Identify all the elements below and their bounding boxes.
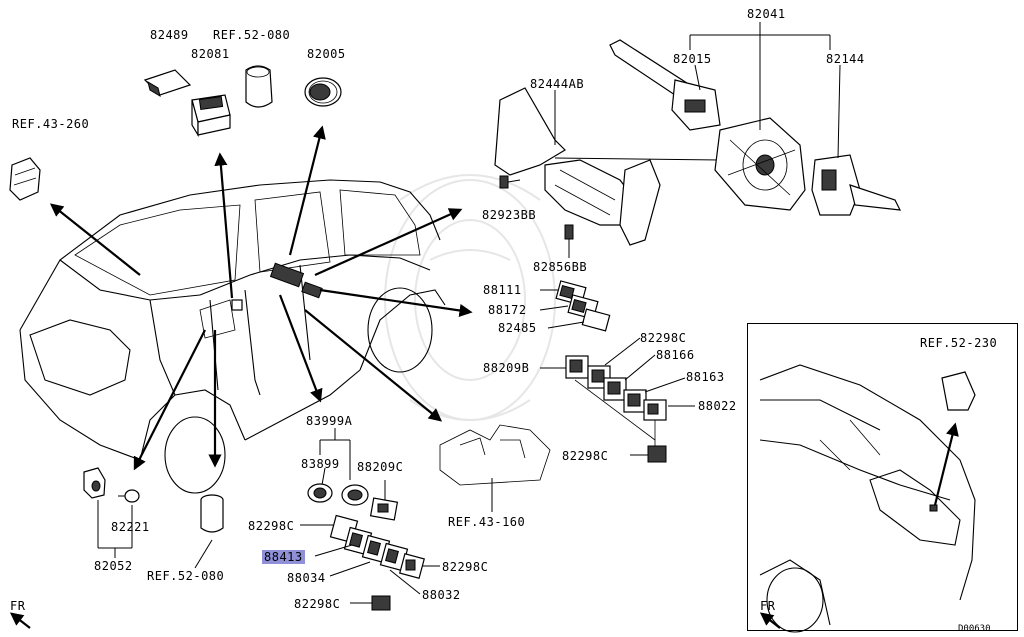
label-88172[interactable]: 88172	[488, 303, 527, 317]
label-82005[interactable]: 82005	[307, 47, 346, 61]
arrows	[49, 125, 721, 471]
label-82015[interactable]: 82015	[673, 52, 712, 66]
label-88209C[interactable]: 88209C	[357, 460, 404, 474]
label-88032[interactable]: 88032	[422, 588, 461, 602]
label-88209B[interactable]: 88209B	[483, 361, 530, 375]
part-82221-graphic	[83, 467, 140, 558]
label-82081[interactable]: 82081	[191, 47, 230, 61]
inset-vehicle	[759, 364, 976, 633]
label-ref52080-bottom[interactable]: REF.52-080	[147, 569, 225, 583]
watermark-emblem	[384, 174, 556, 421]
label-82923BB[interactable]: 82923BB	[482, 208, 537, 222]
part-ref43260-graphic	[9, 157, 41, 201]
label-ref52230[interactable]: REF.52-230	[920, 336, 998, 350]
label-82298C-c[interactable]: 82298C	[248, 519, 295, 533]
vehicle-outline	[19, 179, 446, 494]
part-82015-graphic	[609, 39, 721, 131]
part-ref52080-top-graphic	[245, 65, 273, 108]
label-82052[interactable]: 82052	[94, 559, 133, 573]
label-82221[interactable]: 82221	[111, 520, 150, 534]
label-82041[interactable]: 82041	[747, 7, 786, 21]
label-fr-inset: FR	[760, 599, 776, 613]
part-82005-graphic	[304, 77, 342, 107]
part-82041-graphic	[714, 117, 806, 211]
label-ref43160[interactable]: REF.43-160	[448, 515, 526, 529]
label-83999A[interactable]: 83999A	[306, 414, 353, 428]
fr-arrow-main	[9, 612, 31, 629]
label-83899[interactable]: 83899	[301, 457, 340, 471]
label-82485[interactable]: 82485	[498, 321, 537, 335]
label-88163[interactable]: 88163	[686, 370, 725, 384]
leader-lines-82041	[554, 22, 841, 159]
switch-group-88111	[539, 280, 611, 332]
part-82144-graphic	[811, 154, 902, 216]
label-82298C-e[interactable]: 82298C	[294, 597, 341, 611]
label-fr-main: FR	[10, 599, 26, 613]
part-82444AB-graphic	[494, 87, 661, 246]
label-82489[interactable]: 82489	[150, 28, 189, 42]
switch-group-88413	[300, 514, 440, 611]
label-82444AB[interactable]: 82444AB	[530, 77, 585, 91]
part-82081-graphic	[191, 94, 231, 138]
label-82298C-b[interactable]: 82298C	[562, 449, 609, 463]
label-88111[interactable]: 88111	[483, 283, 522, 297]
switch-group-88209B	[540, 337, 695, 463]
inset-frame	[747, 323, 1018, 631]
part-ref43160-graphic	[439, 424, 551, 512]
part-82856BB-graphic	[564, 224, 574, 258]
diagram-code: D00630	[958, 624, 991, 634]
label-82298C-a[interactable]: 82298C	[640, 331, 687, 345]
label-88034[interactable]: 88034	[287, 571, 326, 585]
label-ref52080-top[interactable]: REF.52-080	[213, 28, 291, 42]
label-88022[interactable]: 88022	[698, 399, 737, 413]
label-88413-highlighted[interactable]: 88413	[262, 550, 305, 564]
label-ref43260[interactable]: REF.43-260	[12, 117, 90, 131]
label-82856BB[interactable]: 82856BB	[533, 260, 588, 274]
part-82923BB-graphic	[499, 175, 521, 189]
switch-group-83999A	[307, 428, 399, 521]
part-82489-graphic	[143, 69, 192, 98]
label-82298C-d[interactable]: 82298C	[442, 560, 489, 574]
label-82144[interactable]: 82144	[826, 52, 865, 66]
label-88166[interactable]: 88166	[656, 348, 695, 362]
part-ref52080-bottom-graphic	[194, 494, 224, 569]
